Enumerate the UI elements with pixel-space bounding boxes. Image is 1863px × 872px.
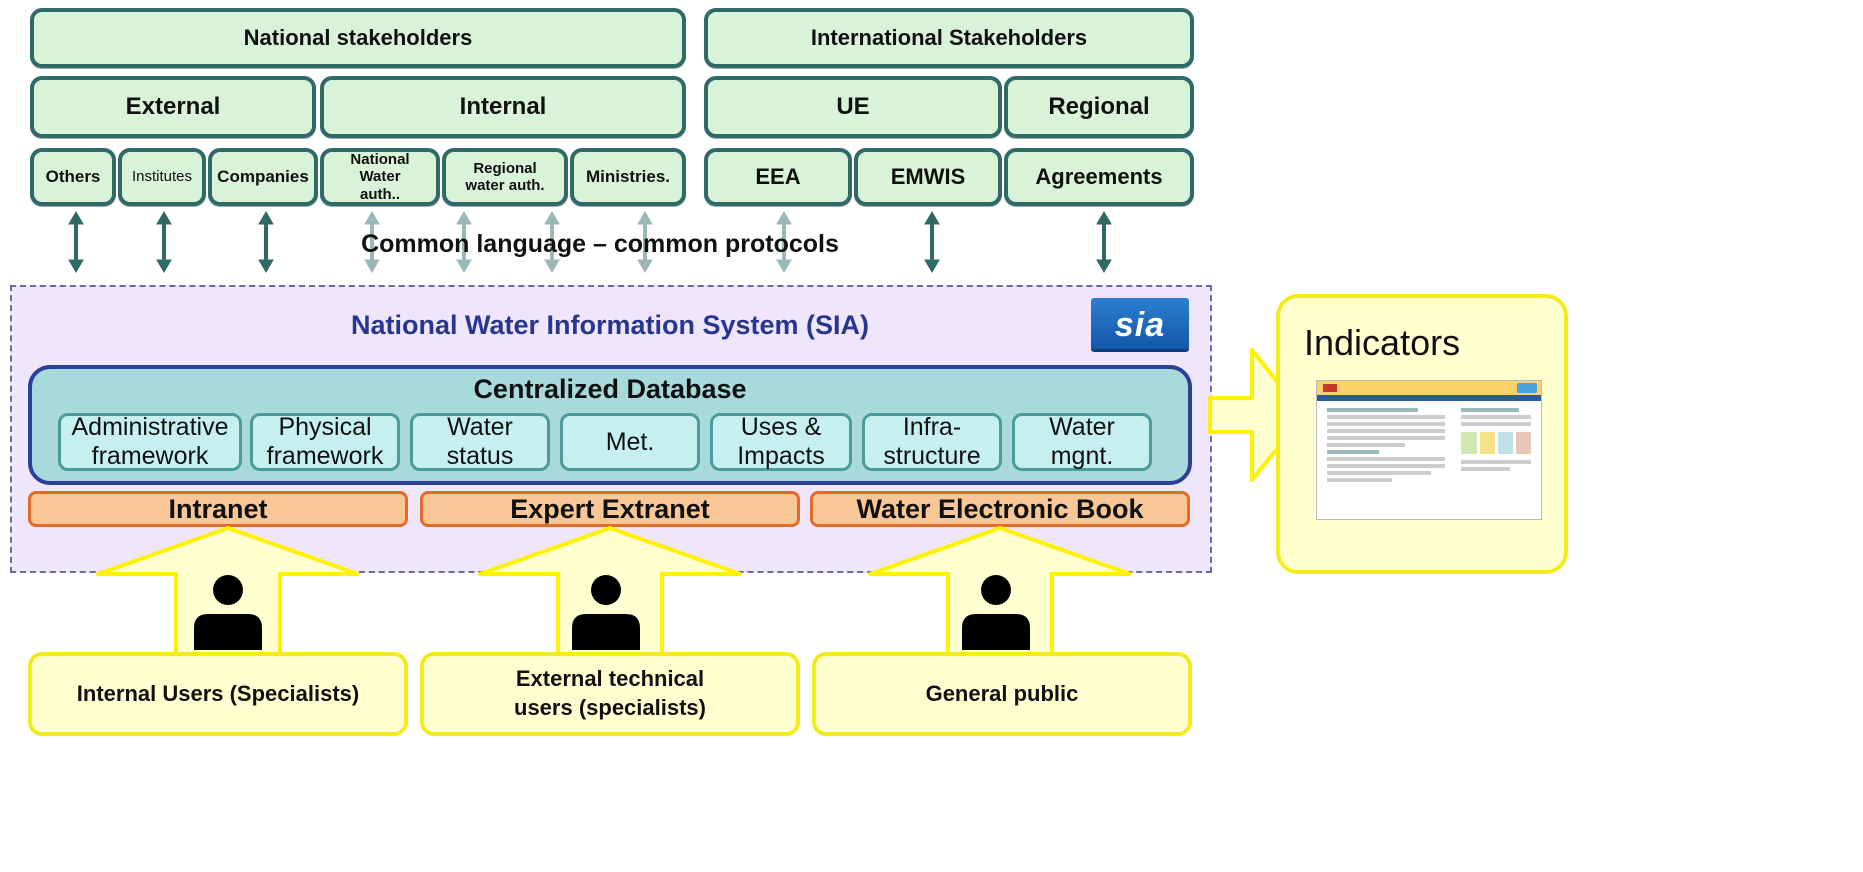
stakeholder-emwis: EMWIS [854,148,1002,206]
screenshot-nav [1317,395,1541,401]
arrow-others [67,210,85,274]
regional-box: Regional [1004,76,1194,138]
channel-intranet: Intranet [28,491,408,527]
international-stakeholders-box: International Stakeholders [704,8,1194,68]
stakeholder-agreements: Agreements [1004,148,1194,206]
channel-water-electronic-book: Water Electronic Book [810,491,1190,527]
module-administrative-framework: Administrative framework [58,413,242,471]
arrow-institutes [155,210,173,274]
indicators-title: Indicators [1304,322,1461,363]
sia-logo: sia [1091,298,1189,352]
module-met: Met. [560,413,700,471]
module-uses-impacts: Uses & Impacts [710,413,852,471]
protocol-label: Common language – common protocols [361,230,839,258]
external-box: External [30,76,316,138]
user-internal-specialists: Internal Users (Specialists) [28,652,408,736]
stakeholder-institutes: Institutes [118,148,206,206]
arrow-agreements [1095,210,1113,274]
user-access-arrows [96,526,1132,656]
sia-title: National Water Information System (SIA) [350,310,870,340]
screenshot-header [1317,381,1541,395]
svg-text:sia: sia [1115,306,1165,344]
indicators-screenshot [1316,380,1542,520]
channel-expert-extranet: Expert Extranet [420,491,800,527]
module-water-mgnt: Water mgnt. [1012,413,1152,471]
stakeholder-others: Others [30,148,116,206]
internal-box: Internal [320,76,686,138]
arrow-companies [257,210,275,274]
national-stakeholders-box: National stakeholders [30,8,686,68]
stakeholder-eea: EEA [704,148,852,206]
stakeholder-regional-water-auth: Regional water auth. [442,148,568,206]
stakeholder-companies: Companies [208,148,318,206]
ue-box: UE [704,76,1002,138]
user-general-public: General public [812,652,1192,736]
module-physical-framework: Physical framework [250,413,400,471]
arrow-emwis [923,210,941,274]
stakeholder-national-water-auth: National Water auth.. [320,148,440,206]
indicators-box: Indicators [1276,294,1568,574]
sia-logo-mark: sia [1115,306,1165,344]
module-infrastructure: Infra-structure [862,413,1002,471]
database-title: Centralized Database [473,374,747,404]
module-water-status: Water status [410,413,550,471]
user-external-technical: External technical users (specialists) [420,652,800,736]
stakeholder-ministries: Ministries. [570,148,686,206]
